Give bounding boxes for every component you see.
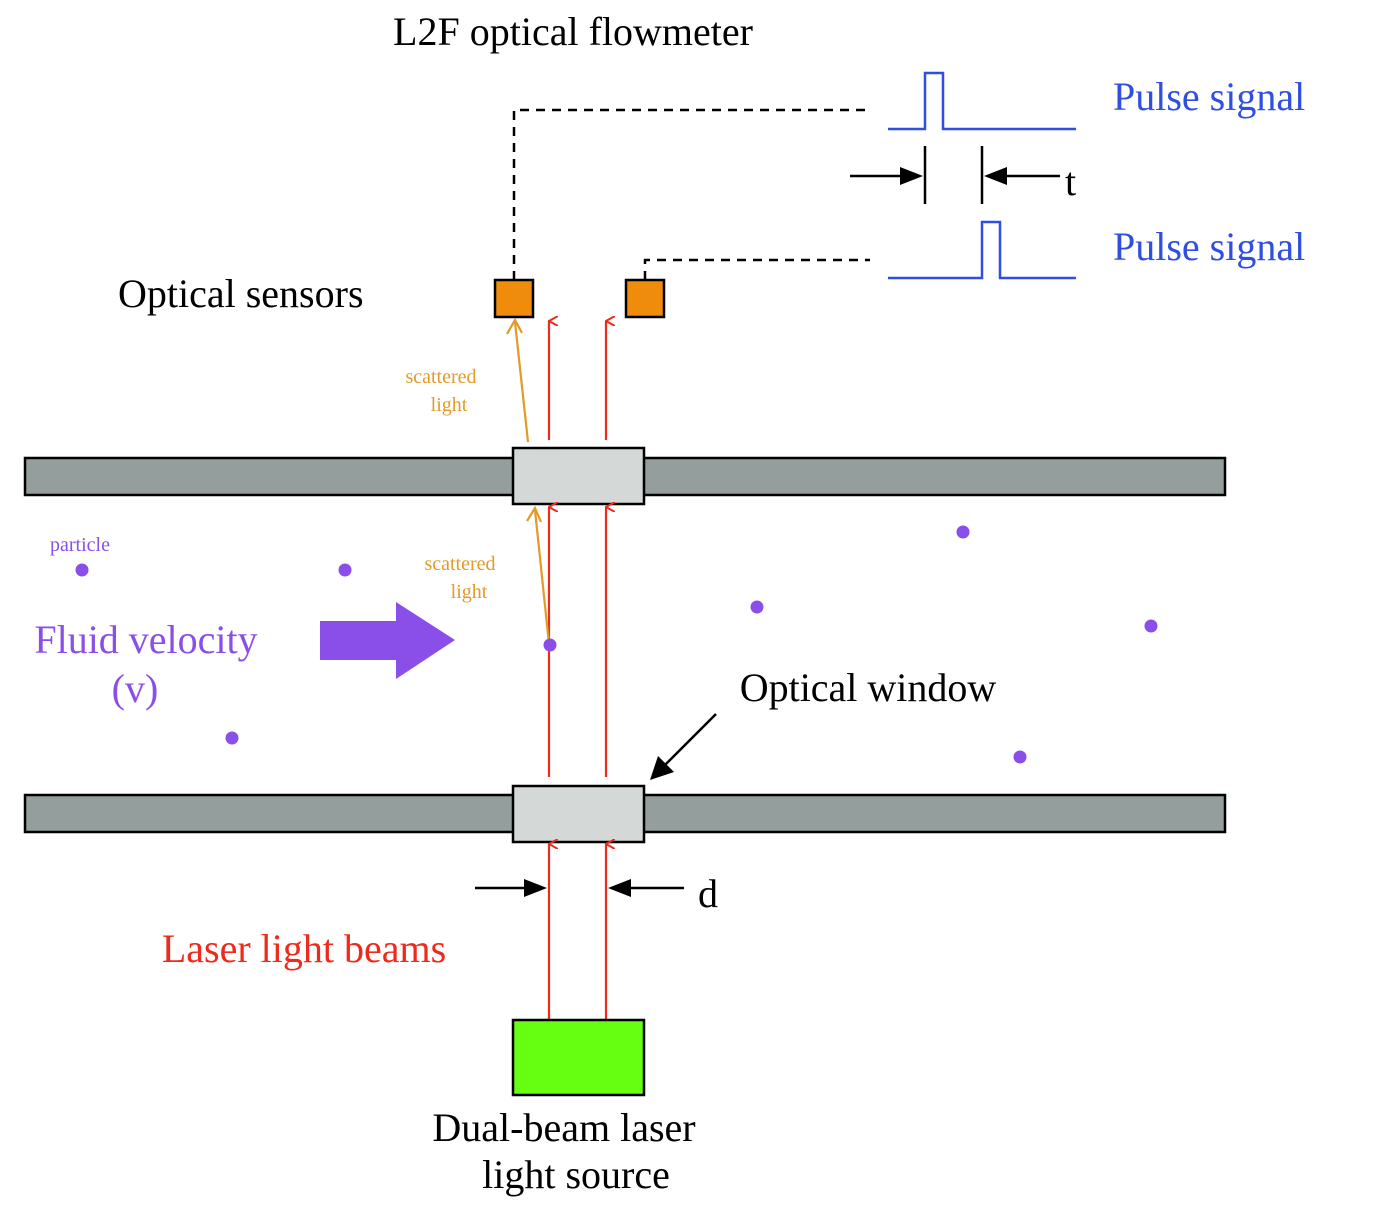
optical-window-label: Optical window <box>740 665 997 710</box>
beam-separation-dimension <box>475 879 684 897</box>
laser-beams <box>547 321 606 1020</box>
pulse-signal-upper <box>888 71 1076 131</box>
time-t-label: t <box>1065 159 1076 204</box>
scattered-light-label-upper-1: scattered <box>405 366 476 388</box>
laser-light-beams-label: Laser light beams <box>162 926 446 971</box>
particle-dot <box>1013 750 1027 764</box>
particle-dot <box>225 731 239 745</box>
particle-dot <box>543 638 557 652</box>
fluid-velocity-arrow <box>320 602 455 679</box>
optical-window-top <box>511 446 646 506</box>
particle-dot <box>338 563 352 577</box>
particle-dot <box>1144 619 1158 633</box>
particle-dot <box>75 563 89 577</box>
optical-window-pointer <box>650 713 717 780</box>
particles <box>75 525 1158 764</box>
laser-light-source <box>511 1018 646 1097</box>
scattered-light-label-lower-1: scattered <box>424 553 495 575</box>
pulse-signal-label-1: Pulse signal <box>1113 74 1305 119</box>
scattered-light-label-lower-2: light <box>451 581 488 603</box>
pulse-signal-lower <box>888 220 1076 280</box>
optical-sensor-left <box>493 278 535 319</box>
laser-source-label-line2: light source <box>482 1152 670 1197</box>
laser-source-label-line1: Dual-beam laser <box>432 1105 695 1150</box>
fluid-velocity-label: Fluid velocity <box>34 617 257 662</box>
particle-label: particle <box>50 534 110 556</box>
optical-sensor-right <box>624 278 666 319</box>
pulse-signal-label-2: Pulse signal <box>1113 224 1305 269</box>
optical-sensors-label: Optical sensors <box>118 271 364 316</box>
diagram-title: L2F optical flowmeter <box>393 9 753 54</box>
distance-d-label: d <box>698 871 718 916</box>
optical-window-bottom <box>511 784 646 844</box>
particle-dot <box>956 525 970 539</box>
fluid-velocity-symbol: (v) <box>112 666 159 711</box>
signal-wires <box>512 108 870 280</box>
scattered-light-label-upper-2: light <box>431 394 468 416</box>
scattered-light-rays <box>506 317 551 645</box>
time-interval-dimension <box>850 146 1060 204</box>
particle-dot <box>750 600 764 614</box>
